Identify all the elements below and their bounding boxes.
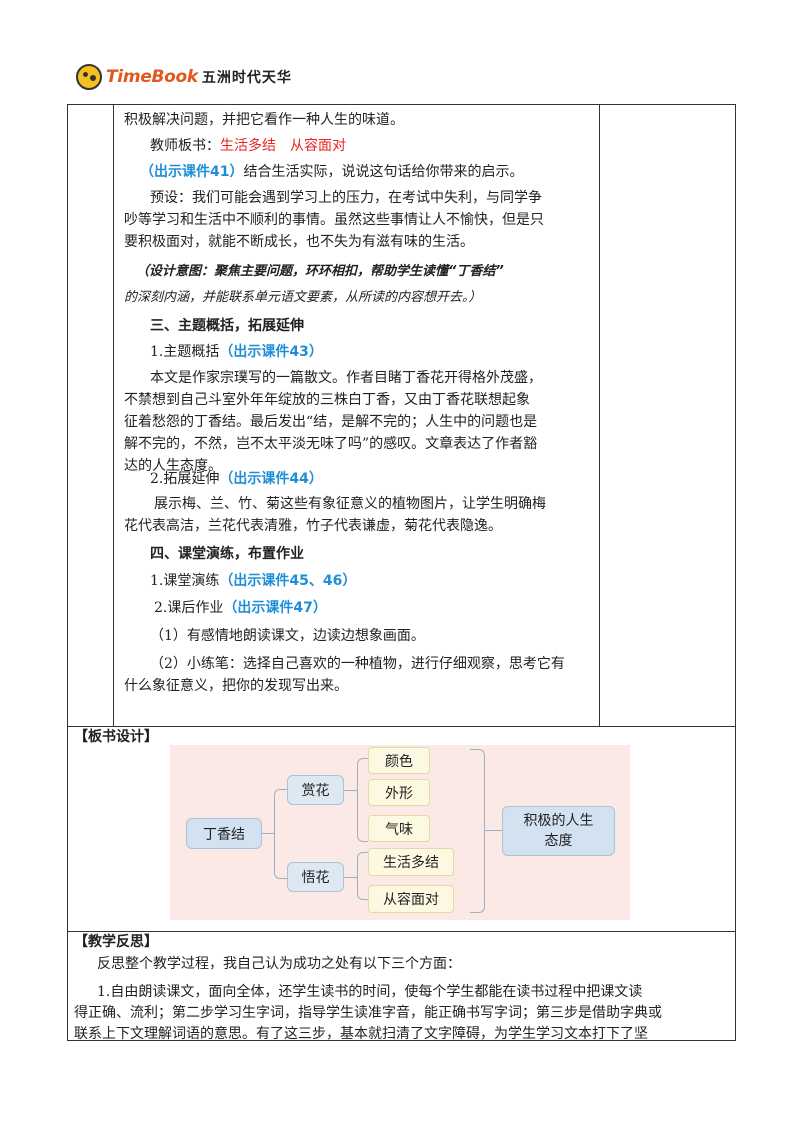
connector-line: [484, 830, 502, 831]
reflection-heading: 【教学反思】: [74, 934, 158, 950]
summary-line: 本文是作家宗璞写的一篇散文。作者目睹丁香花开得格外茂盛，: [150, 370, 542, 386]
leaf-shape: 外形: [368, 779, 430, 806]
connector-line: [344, 877, 357, 878]
courseware-cue: （出示课件45、46）: [219, 573, 357, 589]
paragraph-line: 积极解决问题，并把它看作一种人生的味道。: [124, 112, 404, 128]
col-divider-left: [113, 104, 114, 726]
design-intent-line: （设计意图：聚焦主要问题，环环相扣，帮助学生读懂“丁香结”: [136, 264, 504, 279]
leaf-color: 颜色: [368, 747, 430, 774]
summary-line: 达的人生态度。: [124, 458, 222, 474]
teacher-board-note: 教师板书：生活多结 从容面对: [150, 137, 346, 156]
board-text: 生活多结 从容面对: [220, 138, 346, 154]
bracket-line: [274, 789, 287, 879]
root-node: 丁香结: [186, 818, 262, 849]
table-top-border: [67, 104, 736, 105]
design-intent-line: 的深刻内涵，并能联系单元语文要素，从所读的内容想开去。）: [124, 290, 482, 305]
timebook-logo: TimeBook 五洲时代天华: [76, 62, 292, 92]
conclusion-node: 积极的人生 态度: [502, 806, 615, 856]
homework-item: （1）有感情地朗读课文，边读边想象画面。: [150, 628, 425, 644]
board-design-diagram: 丁香结 赏花 悟花 颜色 外形 气味 生活多结 从容面对 积极的人生 态度: [170, 745, 630, 920]
logo-text-cn: 五洲时代天华: [201, 70, 292, 86]
bracket-line: [470, 749, 485, 913]
subsection-extension: 2.拓展延伸（出示课件44）: [150, 471, 323, 487]
table-left-border: [67, 104, 68, 1041]
question-text: 结合生活实际，说说这句话给你带来的启示。: [243, 164, 524, 180]
subsection-summary: 1.主题概括（出示课件43）: [150, 344, 323, 360]
extension-line: 花代表高洁，兰花代表清雅，竹子代表谦虚，菊花代表隐逸。: [124, 518, 502, 534]
bracket-line: [357, 758, 368, 842]
leaf-scent: 气味: [368, 815, 430, 842]
logo-text-en: TimeBook: [106, 67, 198, 87]
preset-line: 要积极面对，就能不断成长，也不失为有滋有味的生活。: [124, 234, 474, 250]
table-right-border: [735, 104, 736, 1041]
subsection-homework: 2.课后作业（出示课件47）: [154, 600, 327, 616]
courseware-cue: （出示课件44）: [219, 471, 323, 487]
logo-icon: [76, 64, 102, 90]
branch-node-appreciate: 赏花: [287, 775, 344, 805]
homework-item: （2）小练笔：选择自己喜欢的一种植物，进行仔细观察，思考它有: [150, 656, 565, 672]
section-heading: 三、主题概括，拓展延伸: [150, 318, 304, 334]
preset-line: 吵等学习和生活中不顺利的事情。虽然这些事情让人不愉快，但是只: [124, 212, 544, 228]
reflection-line: 1.自由朗读课文，面向全体，还学生读书的时间，使每个学生都能在读书过程中把课文读: [97, 984, 643, 1000]
reflection-line: 得正确、流利；第二步学习生字词，指导学生读准字音，能正确书写字词；第三步是借助字…: [74, 1005, 662, 1021]
row-divider-1: [67, 726, 736, 727]
col-divider-right: [599, 104, 600, 726]
leaf-face-calmly: 从容面对: [368, 885, 454, 913]
branch-node-comprehend: 悟花: [287, 862, 344, 892]
homework-item: 什么象征意义，把你的发现写出来。: [124, 678, 348, 694]
table-bottom-border: [67, 1040, 736, 1041]
connector-line: [262, 833, 274, 834]
courseware-cue: （出示课件41）: [140, 164, 244, 180]
reflection-intro: 反思整个教学过程，我自己认为成功之处有以下三个方面：: [97, 956, 461, 972]
summary-line: 不禁想到自己斗室外年年绽放的三株白丁香，又由丁香花联想起象: [124, 392, 530, 408]
section-heading: 四、课堂演练，布置作业: [150, 546, 304, 562]
board-design-heading: 【板书设计】: [74, 729, 158, 745]
question-41: （出示课件41）结合生活实际，说说这句话给你带来的启示。: [140, 163, 523, 182]
courseware-cue: （出示课件43）: [219, 344, 323, 360]
connector-line: [344, 790, 357, 791]
extension-line: 展示梅、兰、竹、菊这些有象征意义的植物图片，让学生明确梅: [154, 496, 546, 512]
summary-line: 解不完的，不然，岂不太平淡无味了吗”的感叹。文章表达了作者豁: [124, 436, 538, 452]
summary-line: 征着愁怨的丁香结。最后发出“结，是解不完的；人生中的问题也是: [124, 414, 538, 430]
courseware-cue: （出示课件47）: [223, 600, 327, 616]
bracket-line: [357, 852, 368, 900]
board-prefix: 教师板书：: [150, 138, 220, 154]
reflection-line: 联系上下文理解词语的意思。有了这三步，基本就扫清了文字障碍，为学生学习文本打下了…: [74, 1026, 648, 1042]
row-divider-2: [67, 931, 736, 932]
leaf-life-knots: 生活多结: [368, 848, 454, 876]
subsection-practice: 1.课堂演练（出示课件45、46）: [150, 573, 357, 589]
preset-line: 预设：我们可能会遇到学习上的压力，在考试中失利，与同学争: [150, 190, 542, 206]
